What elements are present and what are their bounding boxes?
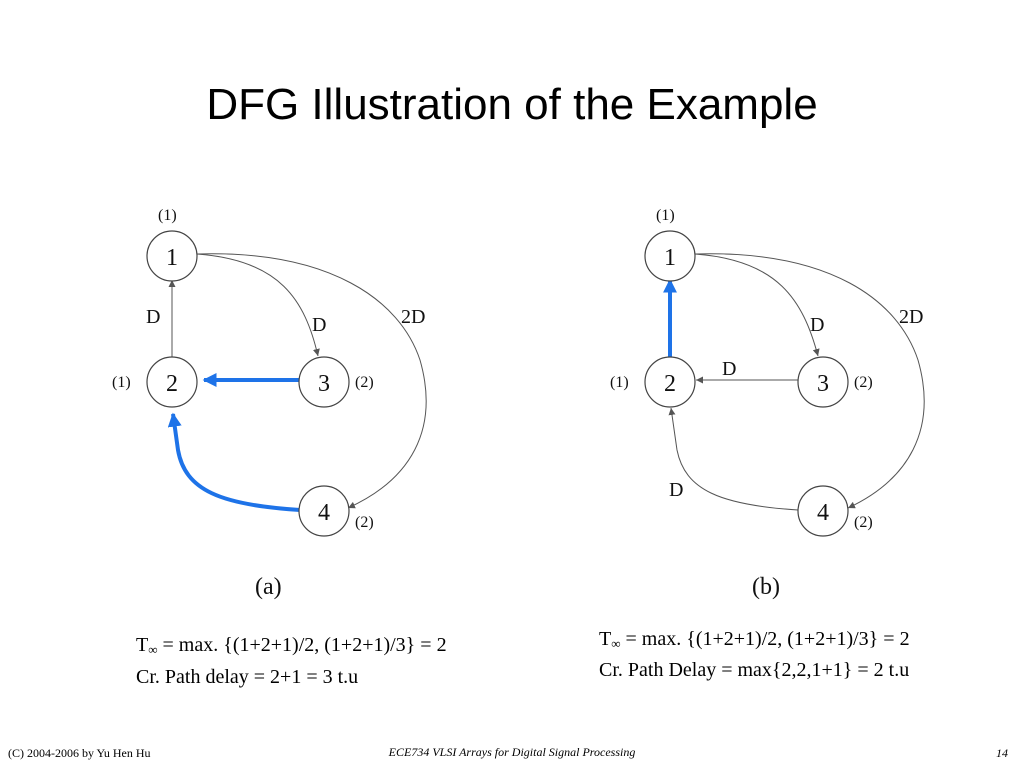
caption-b: (b)	[752, 574, 780, 600]
formula-a-max-expression: = max. {(1+2+1)/2, (1+2+1)/3} = 2	[157, 634, 447, 656]
footer-course-title: ECE734 VLSI Arrays for Digital Signal Pr…	[388, 745, 636, 759]
svg-text:2: 2	[166, 371, 178, 397]
svg-text:4: 4	[318, 500, 330, 526]
svg-text:4: 4	[817, 500, 829, 526]
delay-label-a-1-3: D	[312, 314, 326, 336]
formula-b-infinity-subscript: ∞	[611, 636, 621, 651]
node-a-1: 1	[146, 230, 198, 282]
delay-label-a-1-4: 2D	[401, 306, 425, 328]
formula-b-t-symbol: T	[599, 628, 612, 650]
node-b-2: 2	[644, 356, 696, 408]
node-a-2: 2	[146, 356, 198, 408]
edge-b-1-to-4	[694, 253, 925, 509]
delay-label-a-2-1: D	[146, 306, 160, 328]
svg-text:2: 2	[664, 371, 676, 397]
edge-b-4-to-2	[668, 407, 799, 511]
svg-text:3: 3	[817, 371, 829, 397]
node-a-3: 3	[298, 356, 350, 408]
svg-text:1: 1	[166, 245, 178, 271]
formula-a-critical-path: Cr. Path delay = 2+1 = 3 t.u	[136, 666, 359, 688]
exec-time-a-3: (2)	[355, 374, 374, 391]
formula-b-critical-path: Cr. Path Delay = max{2,2,1+1} = 2 t.u	[599, 659, 910, 681]
delay-label-b-1-4: 2D	[899, 306, 923, 328]
edge-b-1-to-3	[694, 253, 820, 357]
caption-a: (a)	[255, 574, 282, 600]
formula-a-infinity-subscript: ∞	[148, 642, 158, 657]
exec-time-a-1: (1)	[158, 207, 177, 224]
exec-time-a-2: (1)	[112, 374, 131, 391]
footer-page-number: 14	[996, 746, 1008, 760]
exec-time-b-3: (2)	[854, 374, 873, 391]
diagram-a: D D 2D 1 2 3 4 (1) (1) (2) (2) (a)	[112, 207, 427, 600]
formula-a-t-symbol: T	[136, 634, 149, 656]
delay-label-b-4-2: D	[669, 479, 683, 501]
exec-time-b-1: (1)	[656, 207, 675, 224]
edge-a-1-to-3	[196, 253, 320, 357]
slide-title: DFG Illustration of the Example	[206, 80, 818, 129]
node-b-1: 1	[644, 230, 696, 282]
formula-b-iteration-bound: T∞ = max. {(1+2+1)/2, (1+2+1)/3} = 2	[599, 626, 910, 657]
delay-label-b-1-3: D	[810, 314, 824, 336]
node-b-4: 4	[797, 485, 849, 537]
exec-time-a-4: (2)	[355, 514, 374, 531]
edge-a-1-to-4	[196, 253, 427, 509]
node-a-4: 4	[298, 485, 350, 537]
formula-a-iteration-bound: T∞ = max. {(1+2+1)/2, (1+2+1)/3} = 2	[136, 632, 447, 663]
delay-label-b-3-2: D	[722, 358, 736, 380]
svg-text:3: 3	[318, 371, 330, 397]
edge-a-4-to-2-critical	[167, 412, 301, 512]
diagram-b: D 2D D D 1 2 3 4 (1) (1) (2) (2) (b)	[610, 207, 925, 600]
node-b-3: 3	[797, 356, 849, 408]
exec-time-b-2: (1)	[610, 374, 629, 391]
exec-time-b-4: (2)	[854, 514, 873, 531]
svg-text:1: 1	[664, 245, 676, 271]
formula-b-max-expression: = max. {(1+2+1)/2, (1+2+1)/3} = 2	[620, 628, 910, 650]
footer-copyright: (C) 2004-2006 by Yu Hen Hu	[8, 746, 151, 760]
